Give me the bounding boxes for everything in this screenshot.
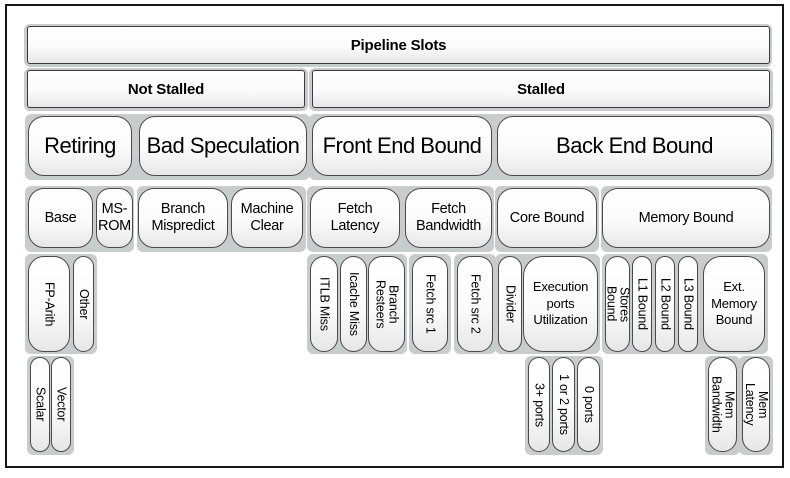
node-not-stalled-label: Not Stalled: [127, 80, 205, 98]
node-ms-rom-label: MS- ROM: [98, 201, 131, 234]
node-machine-clear-label: Machine Clear: [240, 201, 294, 234]
node-fetch-src-1-label: Fetch src 1: [423, 274, 438, 334]
node-back-end-bound: Back End Bound: [497, 116, 772, 176]
node-divider: Divider: [498, 256, 522, 352]
node-bad-speculation: Bad Speculation: [139, 116, 307, 176]
node-stores-bound-label: Stores Bound: [604, 286, 632, 322]
node-memory-bound: Memory Bound: [602, 188, 770, 248]
node-vector-label: Vector: [54, 387, 69, 422]
node-fetch-src-2: Fetch src 2: [457, 256, 493, 352]
node-l3-bound: L3 Bound: [678, 256, 698, 352]
node-3plus-ports-label: 3+ ports: [532, 382, 547, 427]
node-1or2-ports-label: 1 or 2 ports: [557, 374, 572, 435]
node-fetch-src-1: Fetch src 1: [412, 256, 448, 352]
node-fetch-bandwidth-label: Fetch Bandwidth: [415, 201, 481, 234]
node-mem-bandwidth-label: Mem Bandwidth: [709, 376, 737, 433]
node-fp-arith: FP-Arith: [28, 256, 70, 352]
node-l2-bound-label: L2 Bound: [658, 278, 673, 330]
node-bad-speculation-label: Bad Speculation: [146, 133, 300, 158]
node-1or2-ports: 1 or 2 ports: [552, 357, 575, 452]
node-fp-arith-label: FP-Arith: [42, 281, 57, 327]
node-branch-mispredict-label: Branch Mispredict: [151, 201, 215, 234]
node-itlb-miss: ITLB Miss: [310, 256, 338, 352]
node-fetch-latency: Fetch Latency: [310, 188, 400, 248]
node-fetch-latency-label: Fetch Latency: [330, 201, 380, 234]
node-back-end-bound-label: Back End Bound: [556, 133, 713, 158]
node-execution-ports-utilization-label: Execution ports Utilization: [532, 278, 589, 328]
node-0-ports-label: 0 ports: [582, 386, 597, 423]
node-l1-bound-label: L1 Bound: [635, 278, 650, 330]
node-ext-memory-bound-label: Ext. Memory Bound: [711, 278, 757, 328]
node-icache-miss-label: Icache Miss: [347, 272, 362, 336]
node-front-end-bound-label: Front End Bound: [322, 133, 482, 158]
node-vector: Vector: [51, 357, 71, 452]
node-retiring-label: Retiring: [44, 133, 116, 158]
node-l2-bound: L2 Bound: [655, 256, 675, 352]
node-core-bound: Core Bound: [497, 188, 597, 248]
node-front-end-bound: Front End Bound: [312, 116, 492, 176]
node-stalled-label: Stalled: [517, 80, 565, 98]
node-stalled: Stalled: [312, 70, 770, 108]
node-mem-bandwidth: Mem Bandwidth: [708, 357, 737, 452]
node-execution-ports-utilization: Execution ports Utilization: [523, 256, 598, 352]
node-branch-mispredict: Branch Mispredict: [138, 188, 228, 248]
node-ms-rom: MS- ROM: [96, 188, 133, 248]
node-branch-resteers-label: Branch Resteers: [373, 279, 401, 329]
node-pipeline-slots: Pipeline Slots: [27, 26, 770, 64]
node-3plus-ports: 3+ ports: [528, 357, 550, 452]
node-0-ports: 0 ports: [577, 357, 600, 452]
node-itlb-miss-label: ITLB Miss: [317, 277, 332, 331]
node-mem-latency: Mem Latency: [742, 357, 770, 452]
node-mem-latency-label: Mem Latency: [743, 383, 771, 426]
node-base-label: Base: [44, 209, 77, 226]
node-other-label: Other: [77, 288, 92, 320]
node-branch-resteers: Branch Resteers: [368, 256, 405, 352]
node-fetch-src-2-label: Fetch src 2: [468, 274, 483, 334]
node-other: Other: [73, 256, 94, 352]
node-retiring: Retiring: [28, 116, 132, 176]
node-not-stalled: Not Stalled: [27, 70, 305, 108]
node-l3-bound-label: L3 Bound: [681, 278, 696, 330]
node-scalar: Scalar: [30, 357, 50, 452]
node-base: Base: [28, 188, 93, 248]
node-stores-bound: Stores Bound: [604, 256, 632, 352]
node-ext-memory-bound: Ext. Memory Bound: [703, 256, 765, 352]
node-pipeline-slots-label: Pipeline Slots: [350, 36, 447, 54]
node-icache-miss: Icache Miss: [340, 256, 367, 352]
node-l1-bound: L1 Bound: [632, 256, 652, 352]
node-fetch-bandwidth: Fetch Bandwidth: [405, 188, 492, 248]
node-memory-bound-label: Memory Bound: [638, 209, 734, 226]
node-scalar-label: Scalar: [33, 387, 48, 422]
node-divider-label: Divider: [503, 285, 518, 323]
node-machine-clear: Machine Clear: [231, 188, 303, 248]
node-core-bound-label: Core Bound: [509, 209, 585, 226]
